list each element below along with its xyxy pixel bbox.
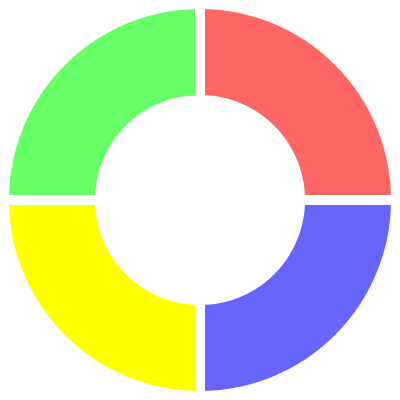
donut-slice-3 xyxy=(0,195,205,400)
donut-slice-2 xyxy=(195,195,400,400)
donut-slice-4 xyxy=(0,0,205,205)
donut-slice-1 xyxy=(195,0,400,205)
